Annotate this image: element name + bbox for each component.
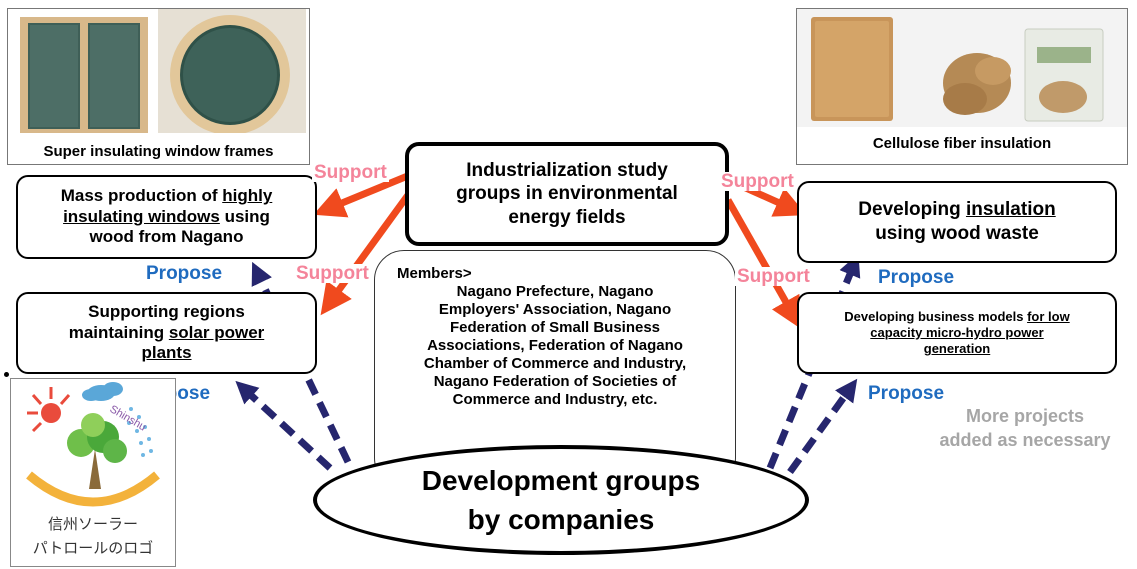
bullet-dot: [4, 372, 9, 377]
support-label-left-top: Support: [312, 162, 389, 183]
solar-project-line2: maintaining: [68, 322, 169, 342]
insulation-project-underline: insulation: [965, 199, 1056, 221]
more-projects-note: More projects added as necessary: [914, 404, 1136, 453]
windows-project-box: Mass production of highly insulating win…: [16, 175, 317, 259]
study-groups-line1: Industrialization study: [466, 160, 668, 182]
hydro-project-underline1: for low: [1027, 308, 1070, 324]
support-arrow-left-bottom: [320, 192, 411, 316]
study-groups-box: Industrialization study groups in enviro…: [405, 142, 729, 246]
cellulose-caption: Cellulose fiber insulation: [872, 135, 1052, 152]
windows-project-underline1: highly: [222, 186, 273, 206]
windows-project-line1: Mass production of: [60, 186, 223, 206]
logo-line1: 信州ソーラー: [47, 515, 138, 533]
solar-project-box: Supporting regions maintaining solar pow…: [16, 292, 317, 374]
members-line1: Nagano Prefecture, Nagano: [456, 283, 654, 300]
support-arrow-right-bottom: [724, 198, 802, 329]
more-projects-line1: More projects: [965, 406, 1085, 426]
insulation-project-line1: Developing: [858, 199, 966, 221]
hydro-project-underline3: generation: [923, 341, 991, 357]
window-frames-caption: Super insulating window frames: [43, 143, 274, 160]
propose-arrow-1: [235, 380, 333, 471]
solar-project-underline1: solar power: [168, 322, 265, 342]
logo-line2: パトロールのロゴ: [32, 539, 154, 557]
more-projects-line2: added as necessary: [939, 430, 1111, 451]
support-label-left-bottom: Support: [294, 263, 371, 284]
solar-project-underline2: plants: [141, 343, 192, 363]
members-line6: Nagano Federation of Societies of: [433, 373, 677, 390]
tree-icon: [89, 449, 101, 489]
shinshu-solar-patrol-logo: Shinshu 信州ソーラー パトロールのロゴ: [10, 378, 176, 567]
members-line7: Commerce and Industry, etc.: [452, 391, 658, 408]
study-groups-line3: energy fields: [508, 206, 626, 228]
members-label: Members>: [397, 265, 472, 282]
propose-label-left-top: Propose: [144, 263, 225, 284]
ellipse-line1: Development groups: [421, 464, 701, 496]
propose-label-right-top: Propose: [876, 267, 957, 288]
windows-project-line3: wood from Nagano: [89, 227, 244, 247]
window-frames-photo: Super insulating window frames: [7, 8, 310, 165]
development-groups-ellipse: Development groups by companies: [313, 445, 809, 555]
window-frames-image: [8, 9, 309, 133]
members-line4: Associations, Federation of Nagano: [427, 337, 683, 354]
windows-project-underline2: insulating windows: [63, 206, 220, 226]
solar-project-line1: Supporting regions: [88, 302, 245, 322]
hydro-project-underline2: capacity micro-hydro power: [870, 324, 1044, 340]
cellulose-image: [797, 9, 1127, 127]
propose-label-right-bottom: Propose: [866, 383, 947, 404]
insulation-project-line2: using wood waste: [875, 223, 1039, 244]
support-label-right-bottom: Support: [735, 266, 812, 287]
members-line2: Employers' Association, Nagano: [438, 301, 672, 318]
shinshu-logo-image: Shinshu: [26, 382, 160, 507]
insulation-project-box: Developing insulation using wood waste: [797, 181, 1117, 263]
support-label-right-top: Support: [719, 171, 796, 192]
windows-project-line2: using: [219, 206, 270, 226]
support-arrow-left-top: [313, 171, 412, 218]
hydro-project-box: Developing business models for low capac…: [797, 292, 1117, 374]
sun-icon: [27, 387, 71, 433]
members-line3: Federation of Small Business: [449, 319, 661, 336]
ellipse-line2: by companies: [467, 504, 655, 535]
members-line5: Chamber of Commerce and Industry,: [423, 355, 687, 372]
propose-arrow-4: [787, 378, 858, 475]
study-groups-line2: groups in environmental: [456, 183, 678, 205]
cellulose-photo: Cellulose fiber insulation: [796, 8, 1128, 165]
hydro-project-line1: Developing business models: [844, 308, 1028, 324]
